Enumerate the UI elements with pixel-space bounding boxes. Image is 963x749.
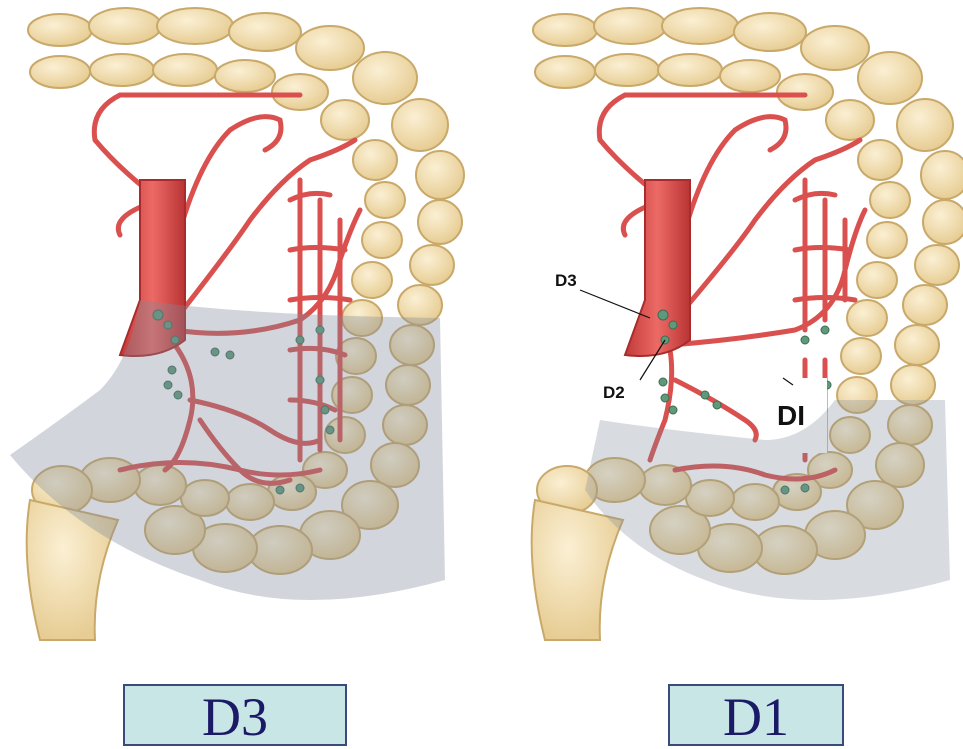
- rectum: [532, 500, 623, 640]
- colon-vascular-illustration: [0, 0, 470, 670]
- diagram-panel-d1: D3 D2 DI: [505, 0, 963, 670]
- aorta: [625, 180, 690, 356]
- caption-d3: D3: [123, 684, 347, 746]
- resection-area: [585, 400, 950, 600]
- label-d3: D3: [555, 271, 577, 290]
- diagram-panel-d3: [0, 0, 470, 670]
- label-d1: DI: [777, 400, 805, 431]
- caption-d1: D1: [668, 684, 844, 746]
- colon-vascular-illustration: D3 D2 DI: [505, 0, 963, 670]
- label-d2: D2: [603, 383, 625, 402]
